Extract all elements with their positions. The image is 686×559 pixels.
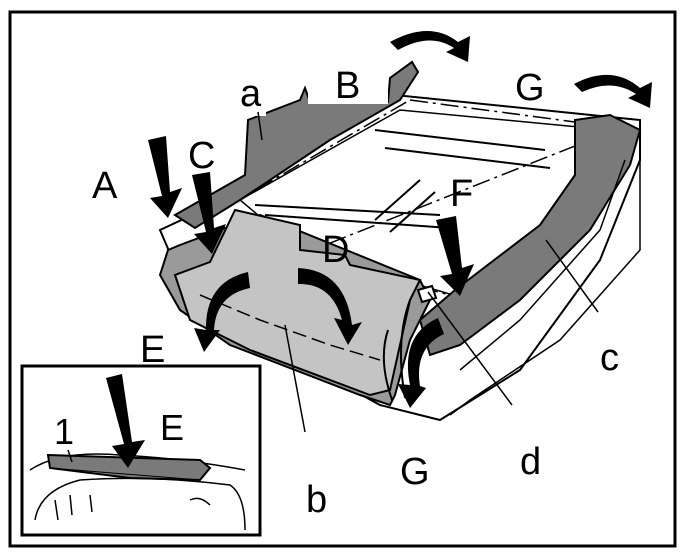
label-mask-a: [232, 76, 266, 116]
push-arrows: [148, 136, 474, 296]
figure-border: [8, 10, 677, 548]
inset-arrow-E: [106, 374, 145, 468]
label-E-main: E: [140, 329, 165, 371]
rotate-arrows: [194, 31, 652, 408]
front-roll-edge: [382, 329, 393, 401]
label-mask-B: [308, 60, 388, 104]
arrow-A: [148, 136, 182, 218]
seat-frame-rails: [254, 129, 551, 233]
label-a: a: [240, 73, 262, 115]
label-B: B: [335, 65, 360, 107]
arrow-C: [192, 172, 226, 254]
cover-part-b: [173, 208, 422, 397]
arrow-G-top: [574, 74, 652, 108]
arrow-E-front: [194, 272, 250, 352]
seam-line: [199, 294, 381, 361]
label-C: C: [188, 135, 215, 177]
label-G-top: G: [515, 67, 545, 109]
arrow-D: [298, 268, 362, 345]
inset-label-E: E: [160, 407, 184, 448]
leader-lines: [257, 111, 599, 433]
label-c: c: [600, 337, 619, 379]
inset-leader-1: [67, 449, 73, 463]
label-A: A: [92, 165, 118, 207]
cover-part-c: [418, 113, 642, 357]
label-D: D: [322, 229, 349, 271]
clip-d: [416, 284, 438, 304]
inset-label-1: 1: [54, 411, 74, 452]
label-d: d: [520, 441, 541, 483]
label-G-bottom: G: [400, 451, 430, 493]
arrow-G-bottom: [398, 318, 444, 408]
cushion-side-right-inner: [459, 159, 626, 371]
label-F: F: [450, 173, 473, 215]
inset-detail: [20, 364, 262, 537]
arrow-B: [390, 31, 470, 62]
arrow-F: [436, 216, 474, 296]
cushion-side-right: [449, 150, 641, 416]
label-b: b: [306, 479, 327, 521]
